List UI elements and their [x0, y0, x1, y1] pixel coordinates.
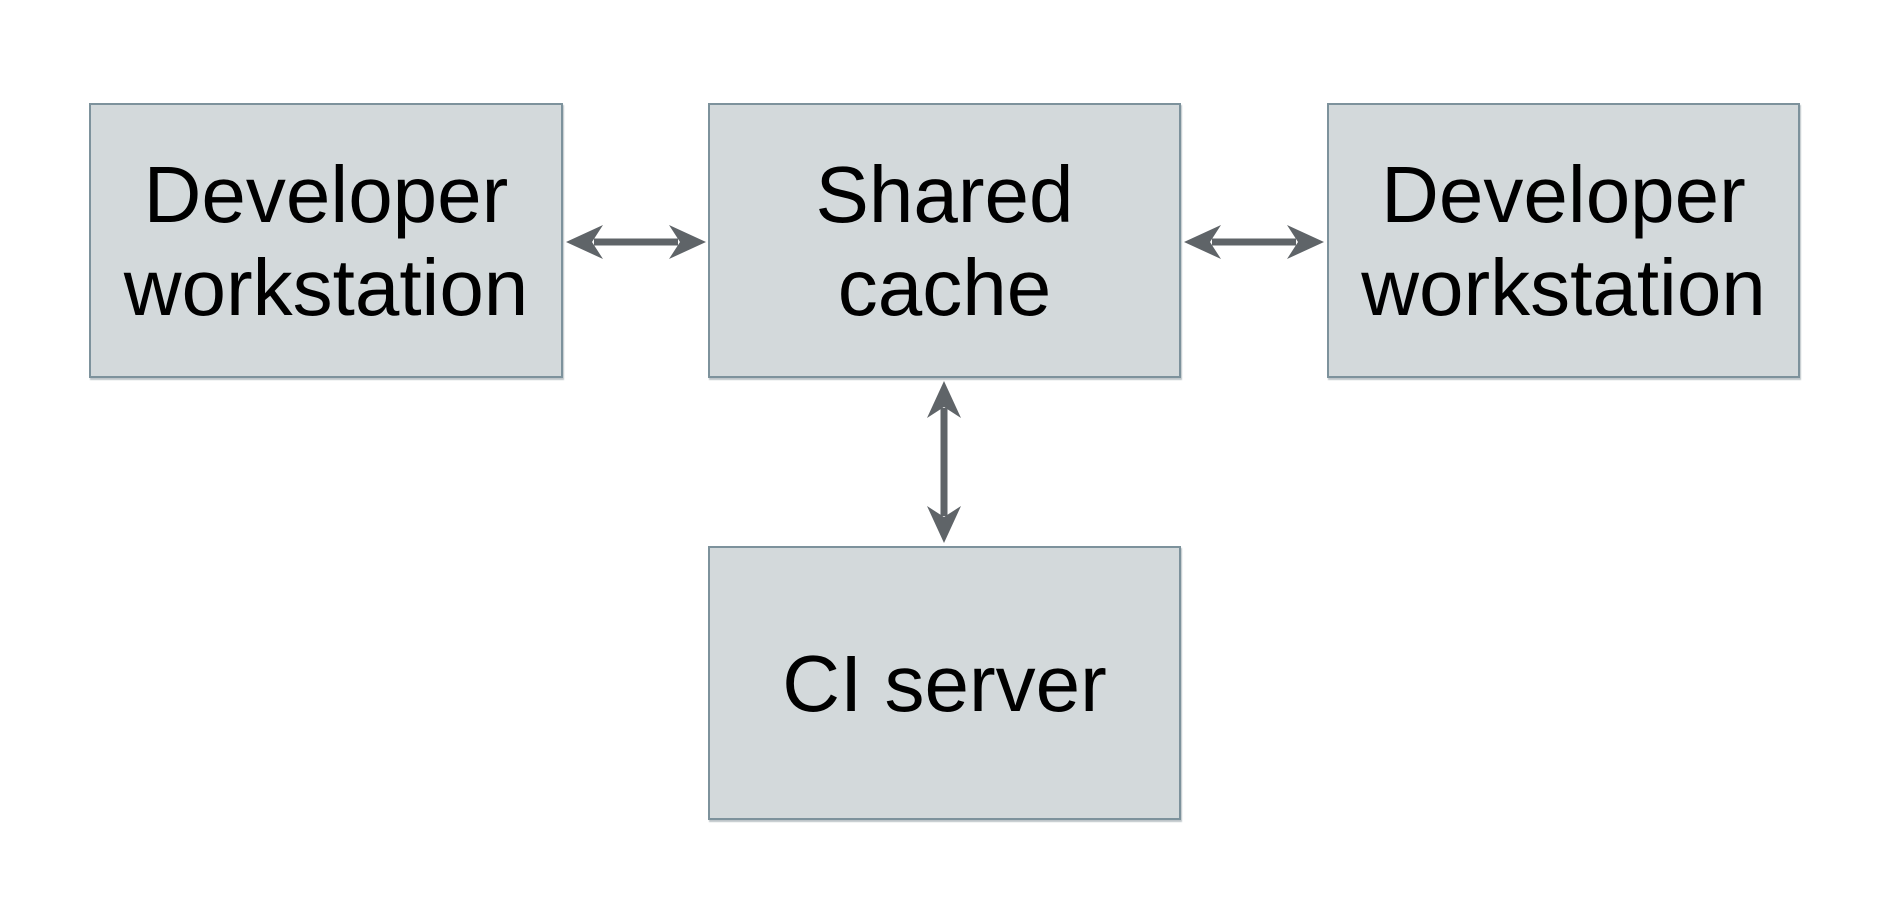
edge-devleft-cache-bidirectional-arrow	[566, 225, 706, 259]
edge-cache-devright-bidirectional-arrow	[1184, 225, 1324, 259]
edge-cache-ciserver-bidirectional-arrow	[927, 381, 961, 543]
node-label-developer-workstation-left: Developer workstation	[123, 149, 529, 332]
node-shared-cache: Shared cache	[708, 103, 1181, 378]
node-developer-workstation-right: Developer workstation	[1327, 103, 1800, 378]
node-label-developer-workstation-right: Developer workstation	[1361, 149, 1766, 332]
node-label-ci-server: CI server	[782, 638, 1107, 728]
node-ci-server: CI server	[708, 546, 1181, 820]
node-label-shared-cache: Shared cache	[815, 149, 1074, 332]
node-developer-workstation-left: Developer workstation	[89, 103, 563, 378]
